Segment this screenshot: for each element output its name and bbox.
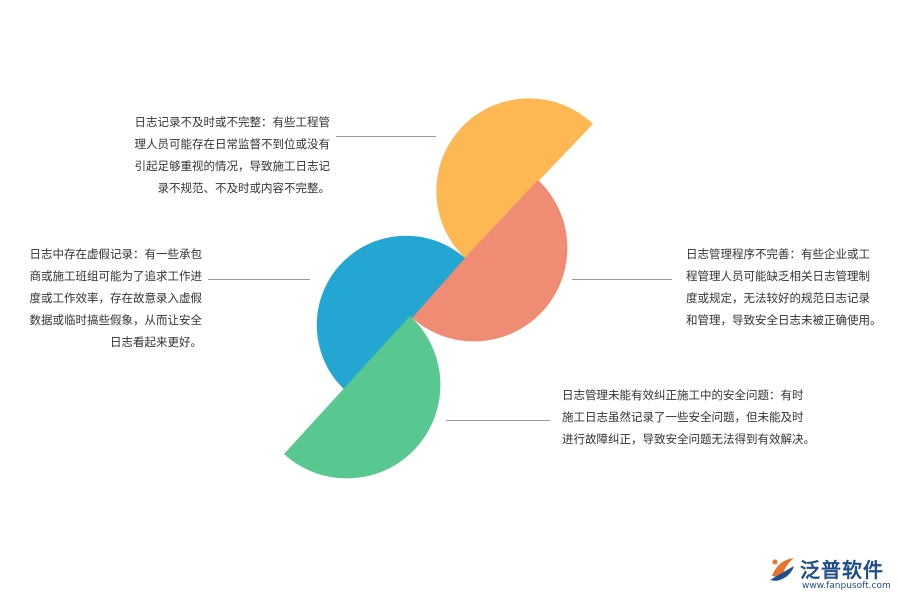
petal-yellow: [436, 98, 593, 258]
petal-blue: [316, 235, 465, 392]
note-false-records: 日志中存在虚假记录：有一些承包 商或施工班组可能为了追求工作进 度或工作效率，存…: [29, 247, 203, 349]
connector-middle-left: [208, 279, 310, 280]
connector-right: [572, 279, 672, 280]
brand-name: 泛普软件: [800, 558, 884, 582]
brand-logo: 泛普软件 www.fanpusoft.com: [768, 552, 894, 596]
connector-top-left: [336, 136, 436, 137]
note-late-incomplete-records: 日志记录不及时或不完整：有些工程管 理人员可能存在日常监督不到位或没有 引起足够…: [134, 115, 331, 195]
petal-salmon: [410, 180, 568, 342]
note-imperfect-procedures: 日志管理程序不完善：有些企业或工 程管理人员可能缺乏相关日志管理制 度或规定，无…: [686, 247, 882, 327]
connector-bottom-right: [446, 420, 550, 421]
note-safety-issues-uncorrected: 日志管理未能有效纠正施工中的安全问题：有时 施工日志虽然记录了一些安全问题，但未…: [562, 388, 815, 446]
brand-url: www.fanpusoft.com: [802, 581, 891, 591]
fanpu-logo-icon: [770, 558, 794, 581]
petal-green: [284, 316, 441, 479]
